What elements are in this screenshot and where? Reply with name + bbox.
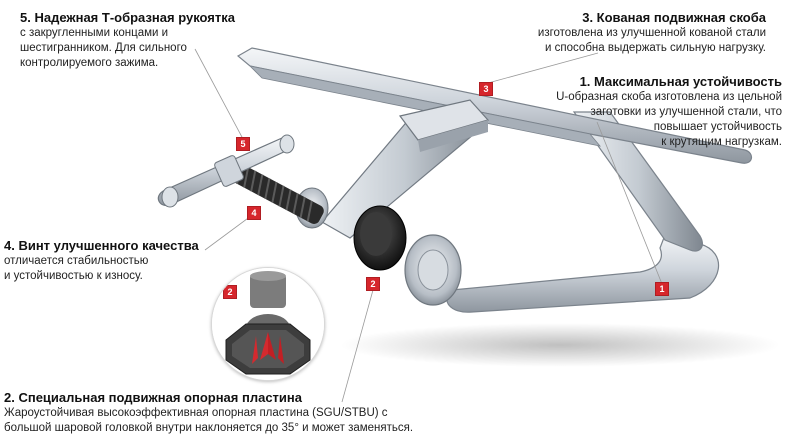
callout-1-line-2: заготовки из улучшенной стали, что	[590, 106, 782, 118]
callout-3-line-2: и способна выдержать сильную нагрузку.	[545, 42, 766, 54]
callout-3: 3. Кованая подвижная скоба изготовлена и…	[538, 10, 766, 56]
callout-4-line-2: и устойчивостью к износу.	[4, 270, 143, 282]
inset-badge-2: 2	[224, 286, 236, 298]
badge-5: 5	[237, 138, 249, 150]
badge-2: 2	[367, 278, 379, 290]
u-shaped-jaw	[446, 234, 719, 313]
rail-bar	[236, 47, 752, 164]
callout-5-line-2: шестигранником. Для сильного	[20, 42, 187, 54]
callout-3-title: 3. Кованая подвижная скоба	[582, 10, 766, 25]
callout-1: 1. Максимальная устойчивость U-образная …	[556, 74, 782, 150]
callout-2: 2. Специальная подвижная опорная пластин…	[4, 390, 413, 436]
badge-3: 3	[480, 83, 492, 95]
badge-4: 4	[248, 207, 260, 219]
callout-1-line-1: U-образная скоба изготовлена из цельной	[556, 91, 782, 103]
callout-5-title: 5. Надежная Т-образная рукоятка	[20, 10, 235, 25]
callout-4: 4. Винт улучшенного качества отличается …	[4, 238, 199, 284]
t-handle	[157, 134, 295, 208]
callout-3-line-1: изготовлена из улучшенной кованой стали	[537, 27, 766, 39]
pressure-plate-detail-inset: 2	[211, 267, 325, 381]
callout-5-line-1: с закругленными концами и	[20, 27, 169, 39]
callout-1-title: 1. Максимальная устойчивость	[579, 74, 782, 89]
callout-2-line-2: большой шаровой головкой внутри наклоняе…	[4, 422, 414, 434]
callout-1-line-3: повышает устойчивость	[653, 121, 782, 133]
callout-1-line-4: к крутящим нагрузкам.	[661, 136, 782, 148]
ball-joint-cutaway-graphic	[212, 268, 324, 380]
callout-5-line-3: контролируемого зажима.	[20, 57, 159, 69]
callout-2-title: 2. Специальная подвижная опорная пластин…	[4, 390, 302, 405]
callout-4-line-1: отличается стабильностью	[4, 255, 149, 267]
badge-1: 1	[656, 283, 668, 295]
callout-2-line-1: Жароустойчивая высокоэффективная опорная…	[4, 407, 388, 419]
callout-4-title: 4. Винт улучшенного качества	[4, 238, 199, 253]
callout-5: 5. Надежная Т-образная рукоятка с закруг…	[20, 10, 235, 71]
